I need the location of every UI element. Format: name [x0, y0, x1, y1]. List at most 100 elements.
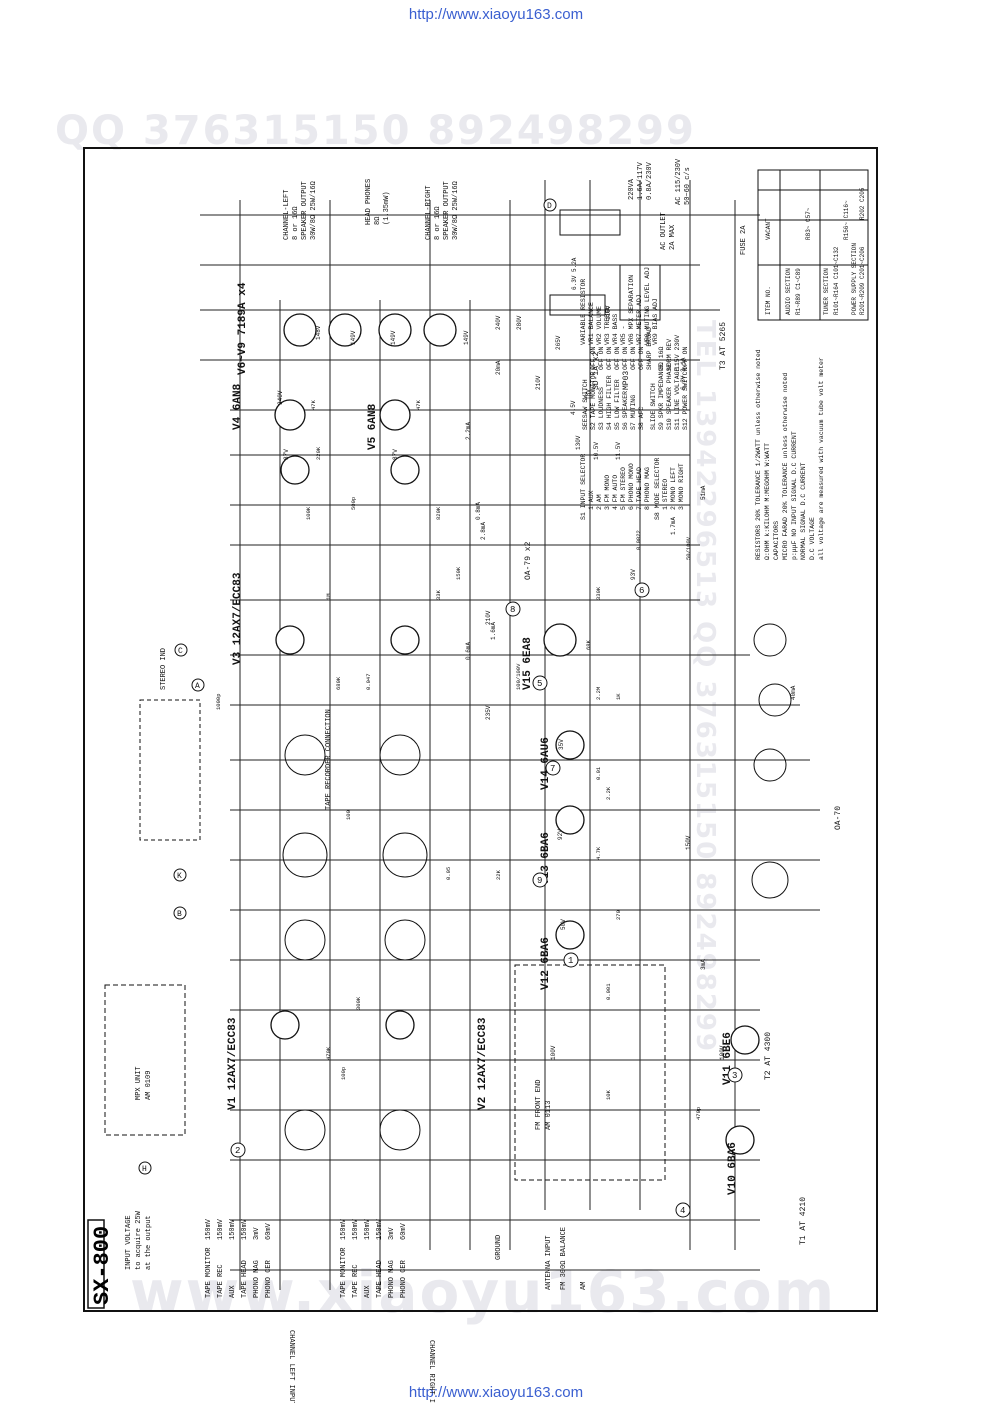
value-27: 100/100V — [515, 663, 522, 690]
switch-state-9: 8Ω 16Ω — [658, 346, 665, 370]
voltage-15: 265V — [555, 335, 562, 350]
voltage-10: 210V — [485, 610, 492, 625]
watermark-qq: QQ 376315150 892498299 — [55, 108, 696, 154]
switch-s1-6: 6 PHONO MONO — [628, 463, 635, 510]
fm-front-end-label-2: AM 0113 — [545, 1101, 553, 1130]
vr-3: VR3 TREBLE — [604, 306, 611, 345]
current-8: 51mA — [700, 485, 707, 500]
rotated-labels: INPUT VOLTAGE to acquire 25W at the outp… — [125, 648, 588, 1403]
power-labels: 220VA 1.6A/117V 0.8A/230V AC 115/230V 50… — [628, 158, 748, 255]
switch-s8-2: 2 MONO LEFT — [670, 467, 677, 510]
switch-state-5: OFF ON — [622, 346, 629, 370]
value-3: 100K — [305, 506, 312, 520]
voltage-24: 6.3V 3.1A — [680, 357, 687, 390]
circle-letter-k: K — [177, 872, 182, 881]
value-10: 1K — [615, 693, 622, 700]
left-input-2: TAPE REC — [217, 1264, 225, 1298]
notes: RESISTORS 20% TOLERANCE 1/2WATT unless o… — [755, 349, 825, 560]
right-input-1: TAPE MONITOR — [340, 1247, 348, 1298]
transformer-t2-label: T2 AT 4300 — [764, 1032, 773, 1080]
value-29: 470p — [695, 1107, 702, 1120]
value-25: 0.0022 — [635, 530, 642, 550]
rectifier-1-label: SD-1A x2 — [592, 351, 601, 390]
voltage-26: 11.5V — [615, 442, 622, 460]
vacant-row-1-a: AUDIO SECTION — [785, 268, 792, 315]
power-5: 50~60 c/s — [684, 167, 692, 205]
diode-d3-label: OA-70 — [834, 806, 843, 830]
tube-v10-label: V10 6BA6 — [727, 1142, 739, 1195]
antenna-label-2: FM 300Ω BALANCE — [560, 1227, 568, 1290]
vr-title: VARIABLE RESISTOR — [580, 279, 587, 345]
ch-right-out-4: 30W/8Ω 25W/16Ω — [452, 181, 460, 240]
switch-seesaw-4: S5 LOW FILTER — [614, 379, 621, 430]
value-22: 0.05 — [445, 867, 452, 880]
switch-s8-3: 3 MONO RIGHT — [678, 463, 685, 510]
power-4: AC 115/230V — [675, 158, 683, 205]
antenna-label-1: ANTENNA INPUT — [545, 1235, 553, 1290]
switch-s1-5: 5 FM STEREO — [620, 467, 627, 510]
switch-state-4: OFF ON — [614, 346, 621, 370]
vacant-row-3-b: R201~R209 C201~C206 — [859, 246, 866, 315]
voltage-5: 340V — [277, 390, 284, 405]
title-box — [87, 1219, 105, 1309]
switch-slide-1: S9 SPKR IMPEDANCE — [658, 364, 665, 430]
right-group-label: CHANNEL RIGHT INPUT — [427, 1340, 435, 1403]
mpx-unit-box — [104, 984, 186, 1136]
circle-letter-a: A — [195, 682, 200, 691]
voltage-4: 149V — [463, 330, 470, 345]
voltage-18: 93V — [630, 569, 637, 580]
speaker-output-labels: CHANNEL-LEFT 8 or 16Ω SPEAKER OUTPUT 30W… — [283, 179, 460, 240]
value-6: 47K — [415, 399, 422, 410]
current-7: 1.7mA — [670, 517, 677, 535]
left-input-3: AUX — [229, 1285, 237, 1298]
value-24: 100p — [340, 1067, 347, 1080]
transformers — [549, 209, 661, 321]
note-2: Ω:OHM k:KILOHM M:MEGOHM W:WATT — [764, 443, 771, 560]
tube-v13-label: V13 6BA6 — [540, 832, 552, 885]
vr-1: VR1 BALANCE — [588, 302, 595, 345]
voltage-28: 4.5V — [570, 400, 577, 415]
vr-6: VR6 MPX SEPARATION — [628, 275, 635, 345]
schematic-frame — [83, 147, 878, 1312]
current-6: 1.6mA — [490, 622, 497, 640]
diode-zener-label: OA-79 x2 — [524, 541, 533, 580]
footer-url[interactable]: http://www.xiaoyu163.com — [408, 1384, 584, 1401]
input-note-3: at the output — [145, 1215, 153, 1270]
voltage-1: 148V — [315, 325, 322, 340]
note-5: p:μμF NO INPUT SIGNAL D.C CURRENT — [791, 431, 798, 560]
voltage-17: 100V — [550, 1045, 557, 1060]
note-3: CAPACITORS — [773, 521, 780, 560]
switch-state-11: 115V 230V — [674, 335, 681, 370]
part-labels: OA-79 x2 OA-70 SD-1A x2 MP03 T1 AT 4210 … — [524, 322, 843, 1245]
right-input-4: TAPE HEAD — [376, 1260, 384, 1298]
vr-4: VR4 BASS — [612, 314, 619, 345]
vacant-row-2-b: R101~R164 C101~C132 — [833, 246, 840, 315]
tube-v15-label: V15 6EA8 — [522, 637, 534, 690]
value-18: 2.2K — [605, 786, 612, 800]
value-21: 0.01 — [595, 766, 602, 780]
right-input-3: AUX — [364, 1285, 372, 1298]
value-14: 10K — [605, 1089, 612, 1100]
value-12: 4.7K — [595, 846, 602, 860]
rectifier-2-label: MP03 — [622, 371, 631, 390]
circle-num-4: 4 — [680, 1206, 685, 1216]
voltage-27: 10.5V — [593, 442, 600, 460]
head-phones-1: HEAD PHONES — [365, 179, 373, 225]
vacant-row-1-c: R83~ C57~ — [805, 207, 812, 240]
ch-left-out-4: 30W/8Ω 25W/16Ω — [310, 181, 318, 240]
right-input-2: TAPE REC — [352, 1264, 360, 1298]
right-level-1: 150mV — [340, 1218, 348, 1240]
switch-s1-3: 3 FM MONO — [604, 475, 611, 510]
voltage-22: 100V — [719, 1045, 726, 1060]
power-8: FUSE 2A — [740, 225, 748, 255]
vacant-header-2: VACANT — [765, 218, 772, 240]
current-labels: 20mA 2.2mA 0.8mA 2.8mA 0.6mA 1.6mA 1.7mA… — [465, 360, 797, 970]
header-url[interactable]: http://www.xiaoyu163.com — [408, 6, 584, 23]
value-1: 47K — [310, 399, 317, 410]
right-input-6: PHONO CER — [400, 1259, 408, 1298]
power-3: 0.8A/230V — [646, 161, 654, 200]
circle-letter-h: H — [142, 1165, 147, 1174]
voltage-20: 92V — [557, 829, 564, 840]
switch-seesaw-6: S7 MUTING — [630, 395, 637, 430]
